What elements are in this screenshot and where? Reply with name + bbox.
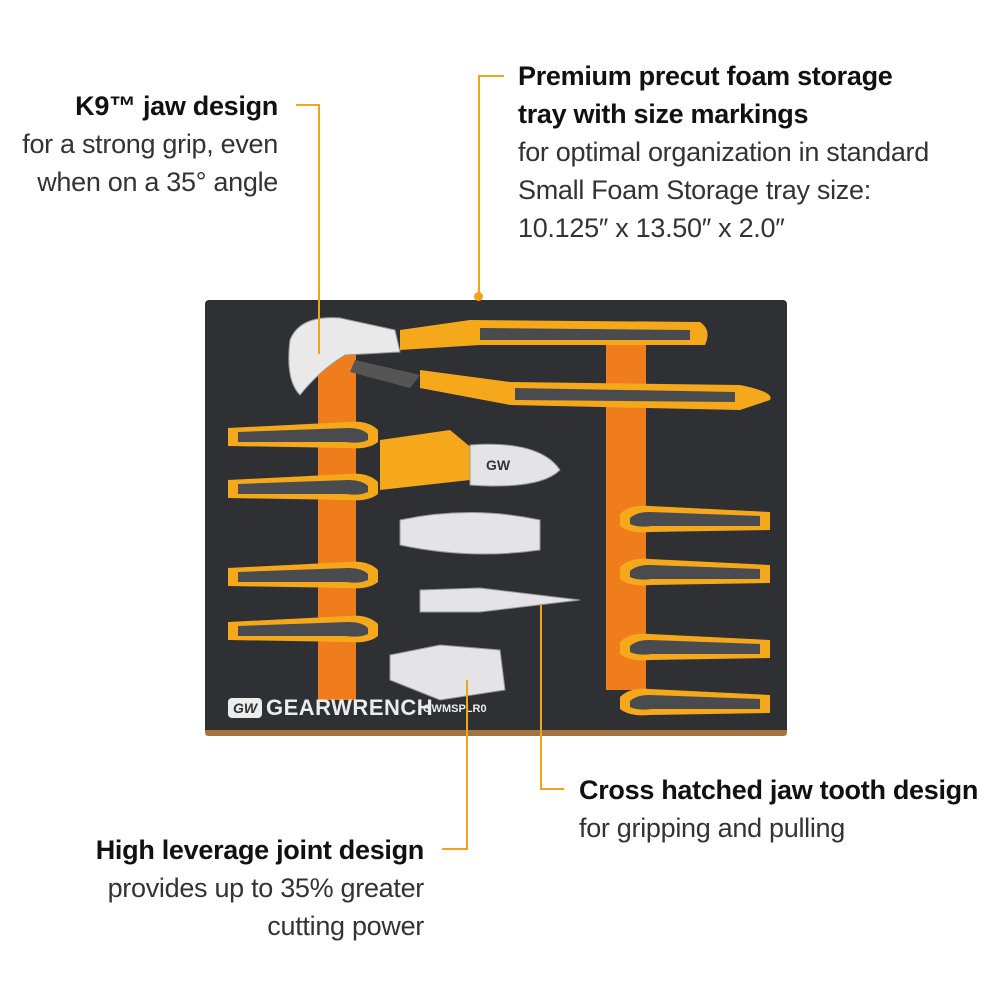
callout-title: K9™ jaw design [75, 91, 278, 121]
callout-jaw-tooth: Cross hatched jaw tooth design for gripp… [579, 771, 989, 847]
callout-text: for optimal organization in standard [518, 137, 929, 167]
callout-title: tray with size markings [518, 99, 809, 129]
callout-line-jaw [318, 104, 320, 354]
callout-text: provides up to 35% greater [107, 873, 425, 903]
foam-orange-strip [318, 330, 356, 700]
callout-title: Premium precut foam storage [518, 61, 893, 91]
groove-joint-pliers [288, 317, 771, 410]
callout-text: Small Foam Storage tray size: [518, 175, 871, 205]
linesman-pliers [399, 505, 770, 586]
callout-title: Cross hatched jaw tooth design [579, 775, 979, 805]
callout-line-teeth [540, 605, 542, 790]
callout-jaw-design: K9™ jaw design for a strong grip, even w… [0, 87, 278, 201]
long-nose-pliers [228, 561, 581, 643]
tray-brand: GEARWRENCH [266, 695, 434, 720]
callout-text: 10.125″ x 13.50″ x 2.0″ [518, 213, 785, 243]
callout-text: for gripping and pulling [579, 813, 845, 843]
callout-line-joint [442, 848, 468, 850]
callout-line-teeth [540, 788, 564, 790]
callout-dot-tray [474, 292, 483, 301]
callout-text: cutting power [267, 911, 424, 941]
callout-foam-tray: Premium precut foam storage tray with si… [518, 57, 988, 247]
callout-text: for a strong grip, even [22, 129, 278, 159]
callout-line-jaw [296, 104, 320, 106]
callout-line-tray [478, 75, 480, 297]
tray-part-number: GWMSPLR0 [423, 703, 487, 715]
tray-shadow [205, 730, 787, 736]
callout-line-joint [466, 680, 468, 850]
callout-title: High leverage joint design [95, 835, 425, 865]
callout-joint-design: High leverage joint design provides up t… [24, 831, 425, 945]
high-leverage-cutters [389, 633, 770, 716]
callout-line-tray [478, 75, 504, 77]
svg-text:GW: GW [486, 457, 511, 473]
tray-logo-mark: GW [232, 700, 258, 716]
diagonal-cutters: GW [228, 421, 561, 501]
callout-text: when on a 35° angle [37, 167, 278, 197]
